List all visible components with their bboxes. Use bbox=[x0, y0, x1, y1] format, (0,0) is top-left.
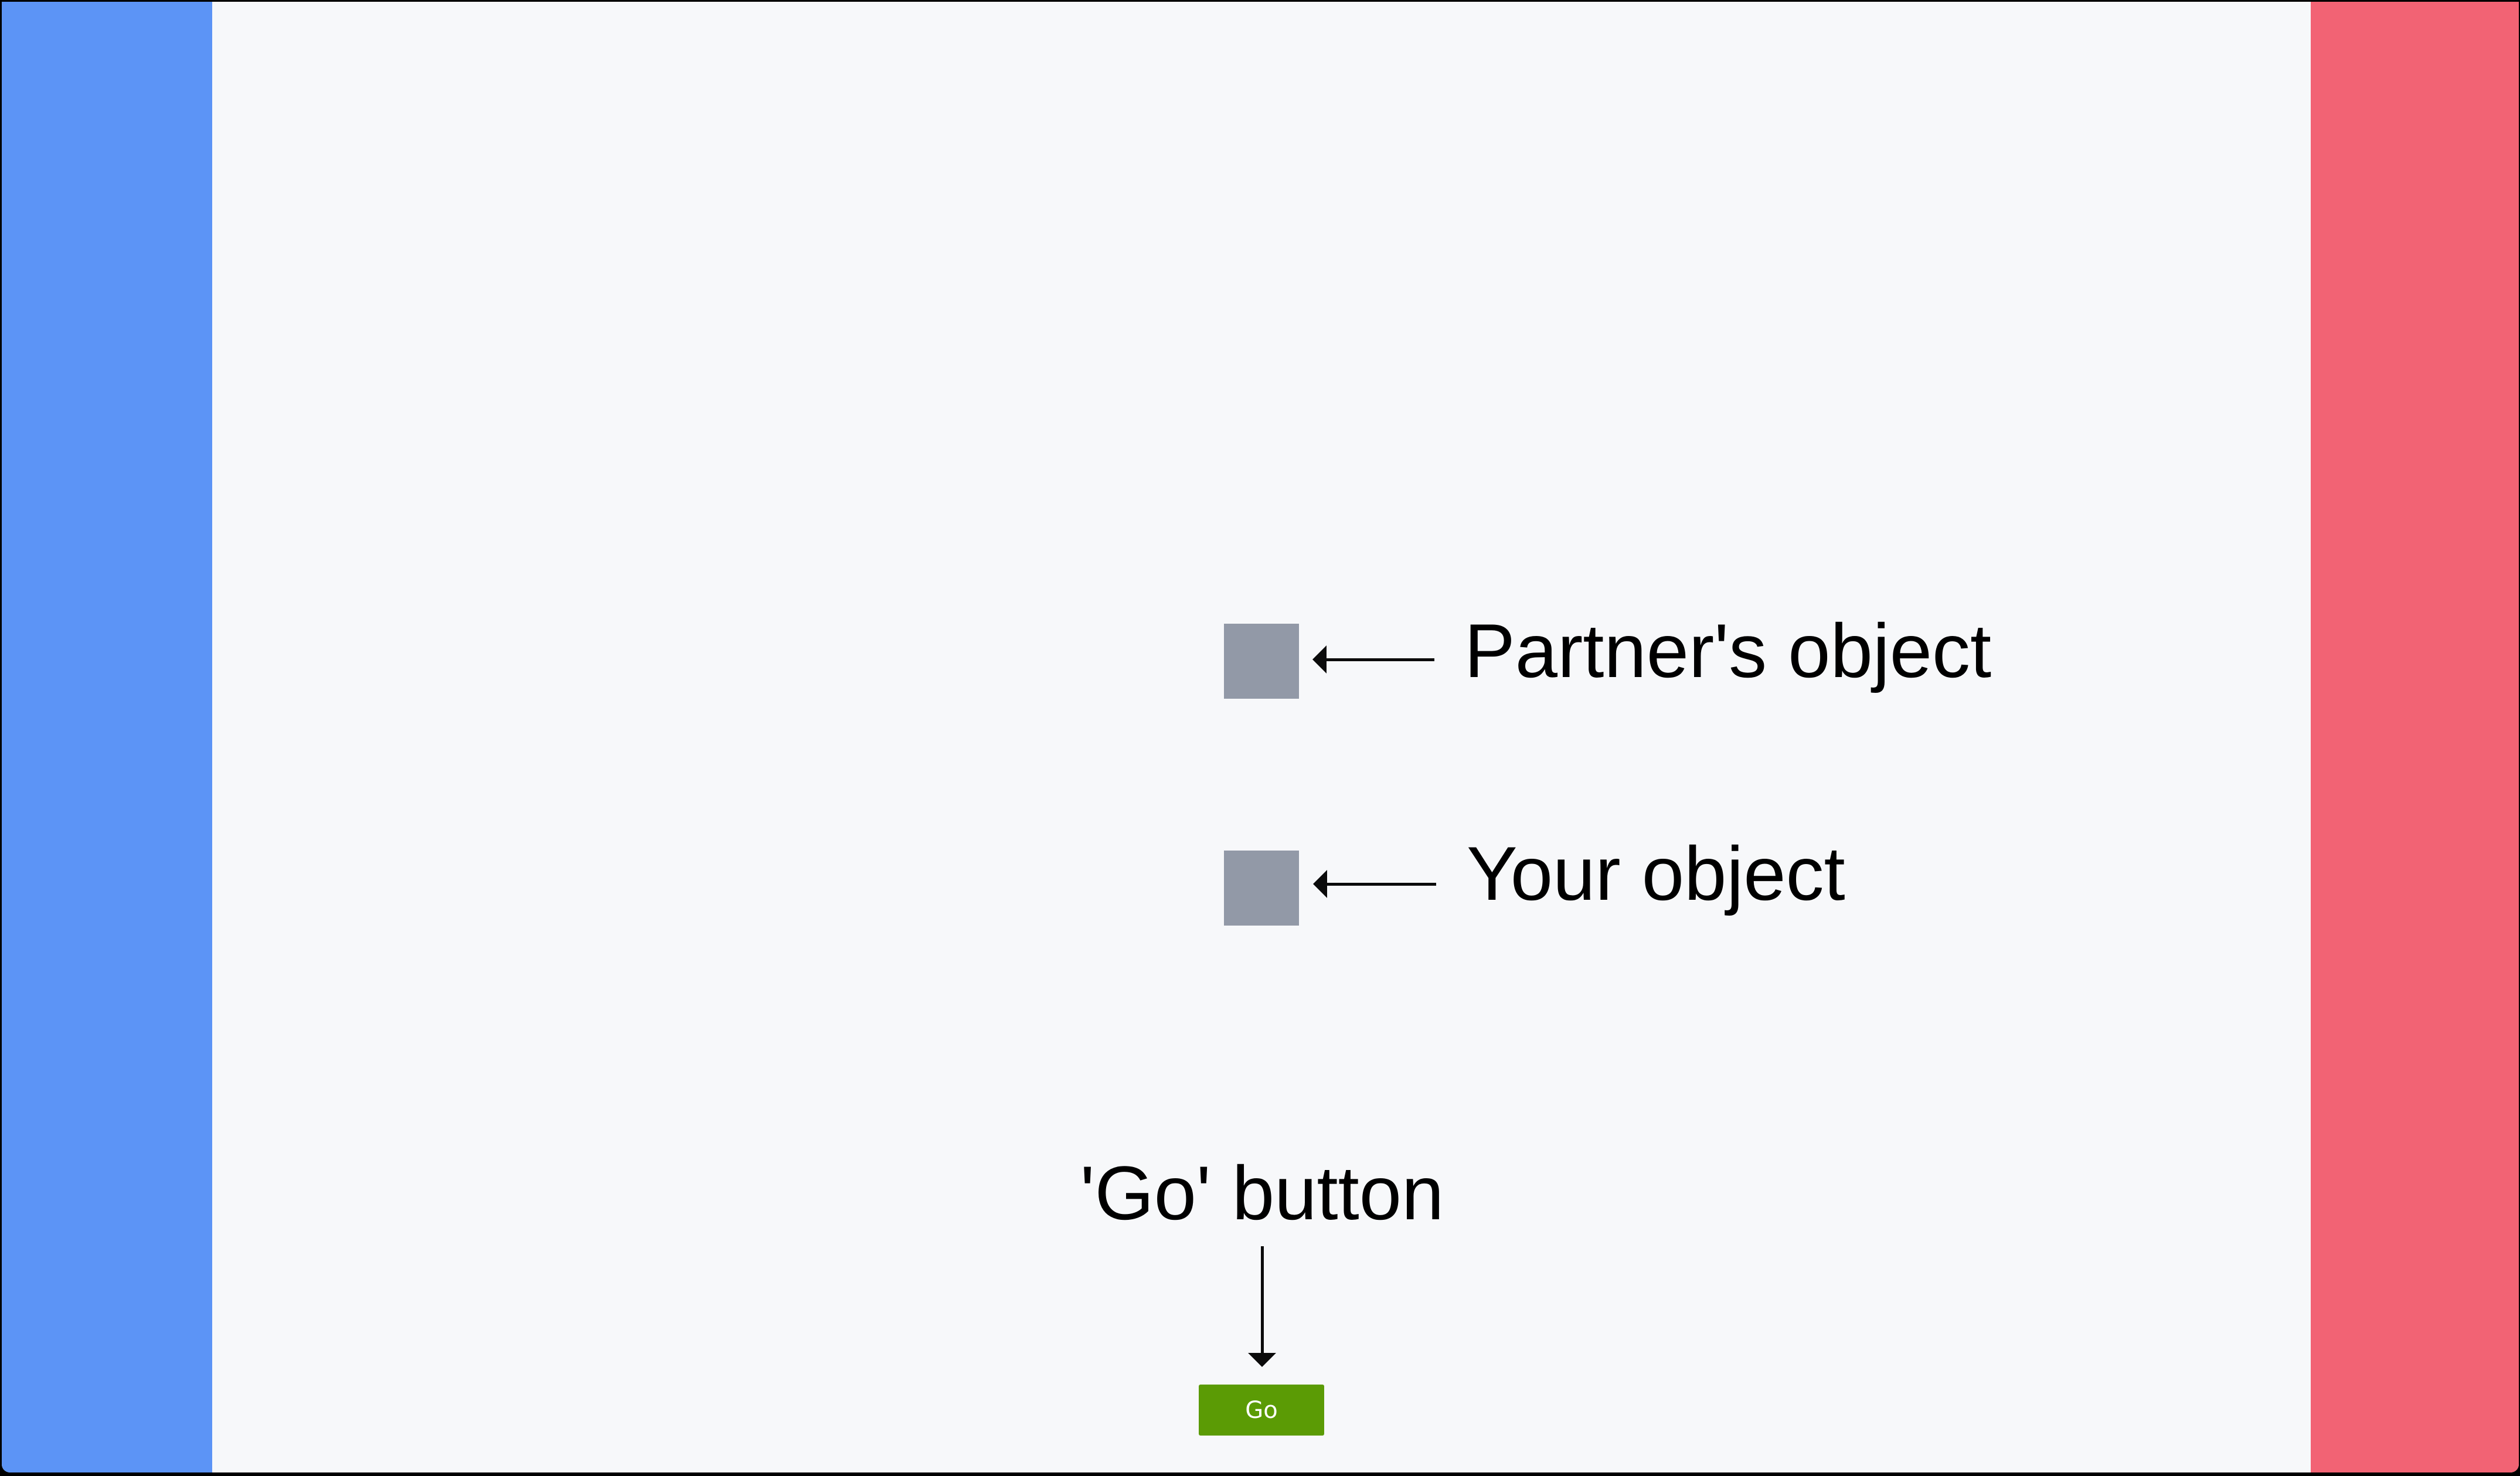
left-arrow-line bbox=[1325, 658, 1434, 661]
left-arrow-icon bbox=[1313, 870, 1327, 898]
your-object-label: Your object bbox=[1467, 831, 1845, 916]
your-object-square[interactable] bbox=[1224, 851, 1299, 926]
partner-object-label: Partner's object bbox=[1464, 608, 1992, 693]
right-red-zone[interactable] bbox=[2311, 2, 2519, 1472]
down-arrow-icon bbox=[1248, 1353, 1276, 1367]
left-blue-zone[interactable] bbox=[2, 2, 212, 1472]
go-button-annotation-label: 'Go' button bbox=[1080, 1150, 1444, 1236]
left-arrow-icon bbox=[1312, 645, 1327, 674]
go-button[interactable]: Go bbox=[1199, 1385, 1324, 1436]
down-arrow-line bbox=[1261, 1246, 1264, 1354]
left-arrow-line bbox=[1326, 883, 1436, 886]
partner-object-square[interactable] bbox=[1224, 624, 1299, 699]
